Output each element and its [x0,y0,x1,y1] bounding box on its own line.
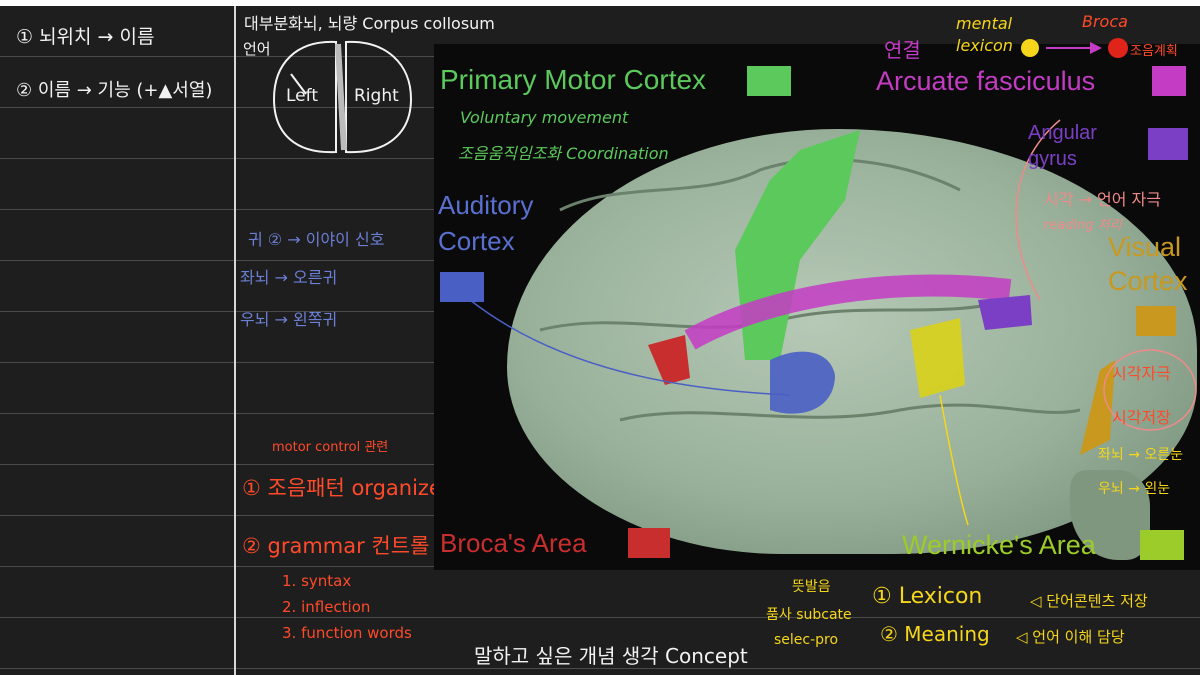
auditory-label-1: Auditory [438,190,533,221]
angular-patch [978,295,1032,330]
connect-note: 연결 [884,34,921,63]
right-brain-eye-note: 우뇌 → 왼눈 [1098,478,1170,498]
wernicke-swatch [1140,530,1184,560]
yellow-note-3: selec-pro [774,632,838,648]
motor-note-2: 조음움직임조화 Coordination [458,140,669,164]
flow-arrow [1018,36,1138,66]
yellow-note-1: 뜻발음 [792,576,831,596]
meaning-description: ◁ 언어 이해 담당 [1016,626,1125,647]
visual-stimulus-note: 시각자극 [1112,360,1171,384]
broca-patch [648,335,690,385]
angular-note: 시각 → 언어 자극 [1044,186,1161,210]
angular-label-2: gyrus [1028,148,1077,171]
broca-note: Broca [1082,12,1128,31]
arcuate-band [690,286,1010,340]
wernicke-patch [910,318,965,398]
mental-note: mental [956,14,1012,33]
visual-storage-note: 시각저장 [1112,404,1171,428]
visual-label-2: Cortex [1108,266,1188,297]
broca-label: Broca's Area [440,528,587,559]
left-brain-eye-note: 좌뇌 → 오른눈 [1098,444,1183,464]
angular-swatch [1148,128,1188,160]
arcuate-label: Arcuate fasciculus [876,66,1095,97]
auditory-swatch [440,272,484,302]
lexicon-description: ◁ 단어콘텐츠 저장 [1030,590,1148,611]
motor-swatch [747,66,791,96]
lexicon-item: ① Lexicon [872,584,982,609]
visual-patch [1080,360,1115,455]
visual-swatch [1136,306,1176,336]
broca-swatch [628,528,670,558]
arcuate-swatch [1152,66,1186,96]
meaning-item: ② Meaning [880,622,990,646]
auditory-label-2: Cortex [438,226,515,257]
primary-motor-label: Primary Motor Cortex [440,64,706,96]
wernicke-label: Wernicke's Area [902,530,1096,561]
angular-label-1: Angular [1028,122,1097,145]
lexicon-note: lexicon [956,36,1013,55]
auditory-patch [770,352,835,414]
yellow-note-2: 품사 subcate [766,604,852,624]
motor-note-1: Voluntary movement [460,108,628,127]
motor-strip [735,130,860,360]
reading-note: reading 처리 [1044,214,1122,233]
visual-label-1: Visual [1108,232,1181,263]
